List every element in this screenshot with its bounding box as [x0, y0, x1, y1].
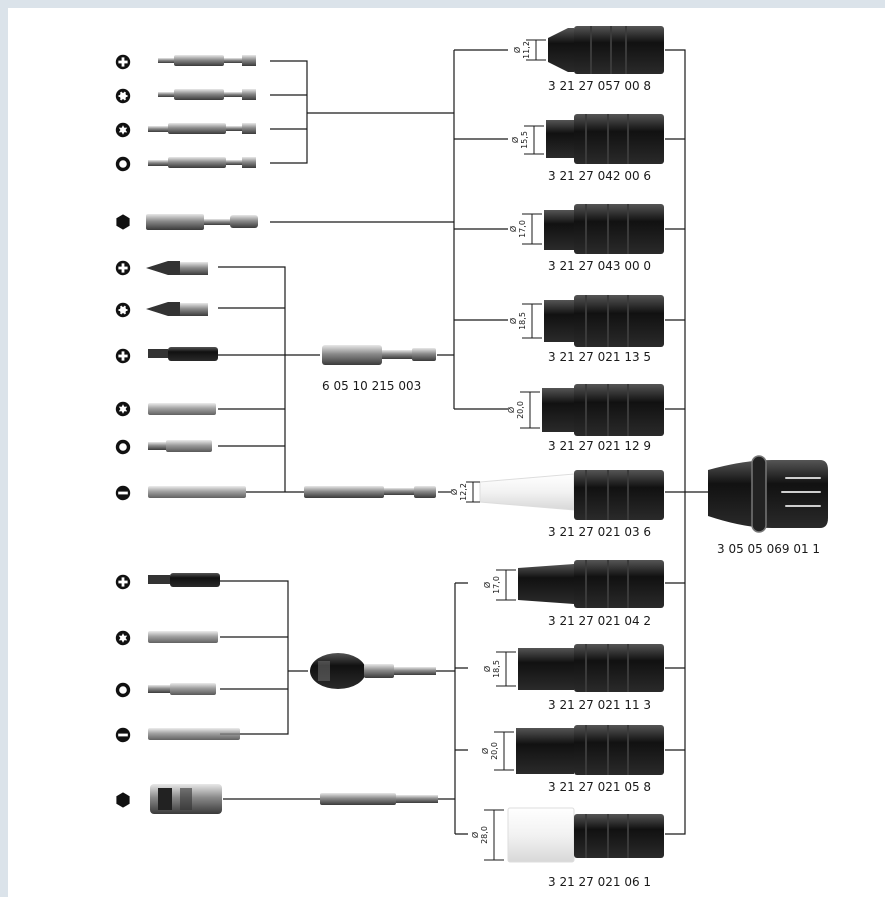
nozzle	[542, 384, 664, 436]
bit-short	[148, 440, 212, 452]
hex-icon	[116, 792, 130, 808]
bit-extension	[320, 793, 438, 805]
bit-short	[148, 683, 216, 695]
nozzles	[479, 26, 664, 863]
diameter-value: 20,0	[516, 401, 525, 419]
bit-short	[148, 486, 246, 498]
nozzle-part-number: 3 21 27 057 00 8	[548, 79, 651, 93]
nozzle	[544, 204, 664, 254]
nozzle	[518, 644, 664, 692]
square-icon	[115, 439, 131, 455]
bit-hex-long	[146, 214, 258, 230]
torx-plus-icon	[115, 122, 131, 138]
nozzle-part-number: 3 21 27 021 06 1	[548, 875, 651, 889]
bit-short	[148, 728, 240, 740]
nozzle-white	[507, 807, 664, 863]
bit-short	[148, 347, 218, 361]
nozzle	[548, 26, 664, 74]
diameter-brackets	[466, 39, 546, 861]
nozzle-part-number: 3 21 27 021 03 6	[548, 525, 651, 539]
screwdriver-bits	[146, 55, 438, 814]
bit-long	[158, 55, 256, 66]
nozzle-part-number: 3 21 27 021 04 2	[548, 614, 651, 628]
diameter-value: 17,0	[492, 576, 501, 594]
nozzle	[546, 114, 664, 164]
diameter-value: 18,5	[518, 312, 527, 330]
diameter-symbol: Ø	[449, 489, 459, 495]
diameter-symbol: Ø	[480, 748, 490, 754]
diameter-value: 15,5	[520, 131, 529, 149]
hex-socket	[150, 784, 222, 814]
diameter-symbol: Ø	[506, 407, 516, 413]
phillips-icon	[115, 54, 131, 70]
torx-icon	[115, 302, 131, 318]
torx-icon	[115, 88, 131, 104]
phillips-icon	[115, 348, 131, 364]
torx-plus-icon	[115, 401, 131, 417]
phillips-icon	[115, 574, 131, 590]
hex-icon	[116, 214, 130, 230]
diameter-symbol: Ø	[482, 582, 492, 588]
nozzle-part-number: 3 21 27 043 00 0	[548, 259, 651, 273]
nozzle	[544, 295, 664, 347]
diameter-symbol: Ø	[512, 47, 522, 53]
diagram-panel: 3 21 27 057 00 8 3 21 27 042 00 6 3 21 2…	[8, 8, 885, 897]
nozzle-part-number: 3 21 27 021 05 8	[548, 780, 651, 794]
diameter-symbol: Ø	[510, 137, 520, 143]
diameter-value: 18,5	[492, 660, 501, 678]
quick-chuck-holder	[310, 653, 436, 689]
bit-short	[146, 302, 208, 316]
nozzle	[518, 560, 664, 608]
magnetic-holder-part-number: 6 05 10 215 003	[322, 379, 421, 393]
diameter-symbol: Ø	[508, 318, 518, 324]
sleeve	[708, 455, 828, 533]
square-icon	[115, 156, 131, 172]
slotted-icon	[115, 727, 131, 743]
bit-short	[148, 573, 220, 587]
nozzle-part-number: 3 21 27 021 13 5	[548, 350, 651, 364]
nozzle-part-number: 3 21 27 021 11 3	[548, 698, 651, 712]
bit-extension	[304, 486, 436, 498]
slotted-icon	[115, 485, 131, 501]
diameter-value: 12,2	[459, 483, 468, 501]
torx-plus-icon	[115, 630, 131, 646]
connector-lines	[218, 49, 708, 835]
diameter-value: 11,2	[522, 41, 531, 59]
diameter-symbol: Ø	[508, 226, 518, 232]
nozzle-part-number: 3 21 27 021 12 9	[548, 439, 651, 453]
bit-long	[158, 89, 256, 100]
phillips-icon	[115, 260, 131, 276]
bit-long	[148, 123, 256, 134]
sleeve-part-number: 3 05 05 069 01 1	[717, 542, 820, 556]
assembly-diagram: 3 21 27 057 00 8 3 21 27 042 00 6 3 21 2…	[115, 26, 828, 889]
diameter-value: 20,0	[490, 742, 499, 760]
bit-short	[148, 631, 218, 643]
bit-short	[148, 403, 216, 415]
drive-icons	[115, 54, 131, 808]
nozzle-part-number: 3 21 27 042 00 6	[548, 169, 651, 183]
diameter-value: 17,0	[518, 220, 527, 238]
diameter-value: 28,0	[480, 826, 489, 844]
nozzle	[516, 725, 664, 775]
bit-long	[148, 157, 256, 168]
magnetic-holder	[322, 345, 436, 365]
nozzle-white	[479, 470, 664, 520]
diameter-symbol: Ø	[482, 666, 492, 672]
part-number-labels: 3 21 27 057 00 8 3 21 27 042 00 6 3 21 2…	[322, 79, 820, 889]
square-icon	[115, 682, 131, 698]
bit-short	[146, 261, 208, 275]
diameter-symbol: Ø	[470, 832, 480, 838]
